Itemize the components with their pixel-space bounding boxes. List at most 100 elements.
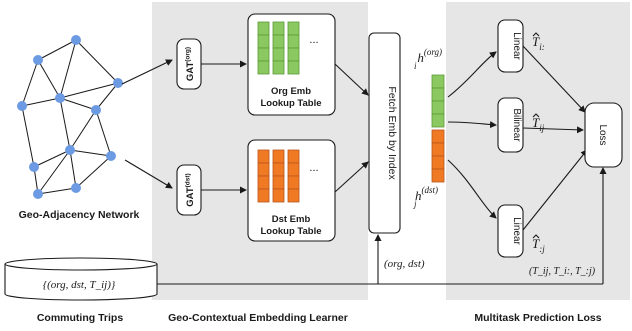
- network-edge: [69, 109, 97, 151]
- trips-database: [4, 257, 158, 301]
- network-edge: [21, 105, 35, 168]
- network-edge: [75, 39, 119, 84]
- embedding-cell: [272, 188, 285, 203]
- embedding-cell: [272, 149, 285, 164]
- vector-cell: [431, 155, 445, 170]
- network-node: [17, 101, 27, 111]
- network-edge: [69, 149, 112, 157]
- trips-caption: Commuting Trips: [37, 312, 123, 324]
- embedding-cell: [287, 162, 300, 177]
- dst-table-ellipsis: ...: [309, 162, 318, 174]
- org-table-subtitle: Lookup Table: [260, 98, 321, 109]
- t-col-label: T:j: [532, 236, 545, 254]
- arrow-linear-top-to-loss: [522, 45, 586, 113]
- network-node: [55, 93, 65, 103]
- network-edge: [37, 187, 77, 195]
- network-edge: [37, 149, 71, 195]
- embedding-cell: [287, 47, 300, 62]
- t-col-hat: [532, 234, 540, 239]
- network-node: [65, 145, 75, 155]
- vector-cell: [431, 142, 445, 157]
- t-row-label: Ti:: [532, 34, 545, 52]
- org-embedding-columns: [257, 21, 300, 75]
- vector-cell: [431, 168, 445, 183]
- network-edge: [21, 59, 39, 107]
- network-edge: [59, 97, 71, 151]
- network-edge: [69, 149, 77, 189]
- arrow-org-table-to-fetch: [334, 63, 369, 96]
- linear-bottom-label: Linear: [511, 217, 522, 245]
- targets-label: (T_ij, T_i:, T_:j): [529, 266, 596, 277]
- arrow-dst-table-to-fetch: [334, 161, 369, 193]
- network-edge: [59, 82, 119, 99]
- arrow-network-to-gat-org: [121, 59, 173, 85]
- prediction-caption: Multitask Prediction Loss: [474, 312, 601, 324]
- embedding-cell: [287, 60, 300, 75]
- fetch-box: [368, 32, 401, 234]
- loss-label: Loss: [597, 124, 608, 145]
- network-node: [29, 162, 39, 172]
- geo-adjacency-network: [17, 35, 123, 199]
- embedding-cell: [257, 21, 270, 36]
- trips-formula: {(org, dst, T_ij)}: [43, 279, 116, 291]
- network-edge: [59, 97, 97, 111]
- network-node: [33, 55, 43, 65]
- t-pair-label: Tij: [532, 115, 545, 133]
- vector-cell: [431, 87, 445, 102]
- dst-embedding-columns: [257, 149, 300, 203]
- network-edge: [37, 39, 77, 61]
- embedding-cell: [272, 34, 285, 49]
- arrow-linear-bottom-to-loss: [522, 149, 588, 231]
- embedding-cell: [257, 149, 270, 164]
- network-edge: [21, 97, 61, 107]
- network-edge: [59, 39, 77, 99]
- fetch-input-label: (org, dst): [384, 258, 425, 270]
- embedding-cell: [257, 188, 270, 203]
- h-org-label: h(org)i: [414, 47, 442, 71]
- embedding-cell: [287, 188, 300, 203]
- embedding-cell: [272, 21, 285, 36]
- embedding-cell: [272, 47, 285, 62]
- network-node: [71, 183, 81, 193]
- arrow-vec-to-linear-bottom: [447, 159, 497, 219]
- dst-table-subtitle: Lookup Table: [260, 226, 321, 237]
- vector-cell: [431, 100, 445, 115]
- network-node: [91, 105, 101, 115]
- vector-cell: [431, 113, 445, 128]
- gat-dst-label: GAT(dst): [185, 173, 197, 206]
- network-node: [106, 151, 116, 161]
- embedding-cell: [272, 162, 285, 177]
- embedding-cell: [287, 149, 300, 164]
- embedding-cell: [272, 175, 285, 190]
- arrow-vec-to-bilinear: [447, 121, 497, 129]
- dst-table-title: Dst Emb: [272, 214, 311, 225]
- t-pair-hat: [532, 113, 540, 118]
- network-node: [33, 189, 43, 199]
- arrow-vec-to-linear-top: [447, 51, 497, 98]
- fetch-label: Fetch Emb by Index: [386, 86, 398, 180]
- embedding-cell: [257, 60, 270, 75]
- embedding-cell: [287, 34, 300, 49]
- gat-org-label: GAT(org): [185, 47, 197, 81]
- network-edge: [95, 109, 112, 157]
- org-table-title: Org Emb: [271, 86, 311, 97]
- embedding-cell: [257, 175, 270, 190]
- vector-cell: [431, 74, 445, 89]
- embedding-cell: [272, 60, 285, 75]
- embedding-cell: [287, 21, 300, 36]
- linear-bottom-box: [497, 204, 524, 258]
- arrow-network-to-gat-dst: [124, 159, 173, 189]
- arrow-bilinear-to-loss: [522, 126, 584, 134]
- linear-top-label: Linear: [511, 32, 522, 60]
- network-edge: [95, 82, 119, 111]
- network-node: [113, 78, 123, 88]
- network-edge: [75, 155, 112, 189]
- bilinear-label: Bilinear: [511, 108, 522, 142]
- loss-box: [584, 102, 623, 168]
- org-table-ellipsis: ...: [309, 34, 318, 46]
- t-row-hat: [532, 32, 540, 37]
- network-edge: [37, 59, 61, 99]
- embedding-cell: [257, 162, 270, 177]
- embedding-cell: [257, 47, 270, 62]
